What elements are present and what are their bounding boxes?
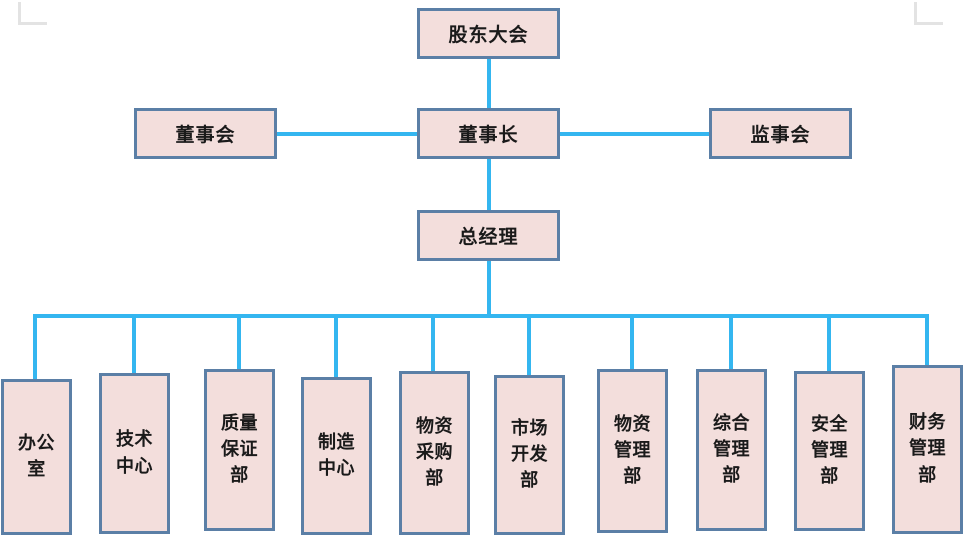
node-department-market-development[interactable]: 市场 开发 部 (494, 375, 565, 535)
node-shareholders-meeting[interactable]: 股东大会 (417, 8, 560, 59)
connector-drop-general-management (729, 314, 733, 370)
node-label: 制造 中心 (318, 431, 355, 479)
node-board-of-directors[interactable]: 董事会 (134, 108, 277, 159)
connector-chairman-to-manager (487, 158, 491, 211)
node-label: 监事会 (750, 124, 811, 146)
node-label: 董事长 (458, 124, 519, 146)
connector-manager-to-bus (487, 260, 491, 317)
node-label: 质量 保证 部 (221, 412, 258, 487)
node-label: 董事会 (175, 124, 236, 146)
node-department-materials-management[interactable]: 物资 管理 部 (597, 369, 668, 533)
node-general-manager[interactable]: 总经理 (417, 210, 560, 261)
node-department-manufacturing-center[interactable]: 制造 中心 (301, 377, 372, 535)
connector-drop-safety-management (827, 314, 831, 372)
connector-drop-materials-management (630, 314, 634, 370)
node-label: 物资 采购 部 (416, 415, 453, 490)
connector-shareholders-to-chairman (487, 57, 491, 109)
node-department-materials-procurement[interactable]: 物资 采购 部 (399, 371, 470, 535)
node-label: 财务 管理 部 (909, 412, 946, 486)
node-department-technology-center[interactable]: 技术 中心 (99, 373, 170, 534)
node-label: 总经理 (458, 226, 519, 248)
crop-mark-top-right-icon (914, 2, 943, 25)
node-chairman[interactable]: 董事长 (417, 108, 560, 159)
connector-drop-market-development (527, 314, 531, 376)
node-department-quality-assurance[interactable]: 质量 保证 部 (204, 369, 275, 531)
node-department-safety-management[interactable]: 安全 管理 部 (794, 371, 865, 531)
connector-drop-office (33, 314, 37, 380)
node-label: 综合 管理 部 (713, 412, 750, 487)
node-department-office[interactable]: 办公 室 (1, 379, 72, 535)
connector-board-to-chairman (275, 132, 422, 136)
connector-drop-manufacturing-center (334, 314, 338, 378)
node-label: 股东大会 (448, 24, 529, 46)
connector-drop-quality-assurance (237, 314, 241, 370)
node-label: 技术 中心 (116, 429, 153, 477)
connector-drop-finance-management (925, 314, 929, 366)
node-board-of-supervisors[interactable]: 监事会 (709, 108, 852, 159)
crop-mark-top-left-icon (18, 2, 47, 25)
connector-drop-technology-center (132, 314, 136, 374)
node-label: 市场 开发 部 (511, 417, 548, 492)
node-department-general-management[interactable]: 综合 管理 部 (696, 369, 767, 531)
connector-department-bus (33, 314, 926, 318)
node-label: 安全 管理 部 (811, 413, 848, 488)
node-label: 办公 室 (18, 432, 55, 480)
connector-drop-materials-procurement (431, 314, 435, 372)
connector-chairman-to-supervisors (559, 132, 711, 136)
node-label: 物资 管理 部 (614, 413, 651, 488)
node-department-finance-management[interactable]: 财务 管理 部 (892, 365, 963, 534)
